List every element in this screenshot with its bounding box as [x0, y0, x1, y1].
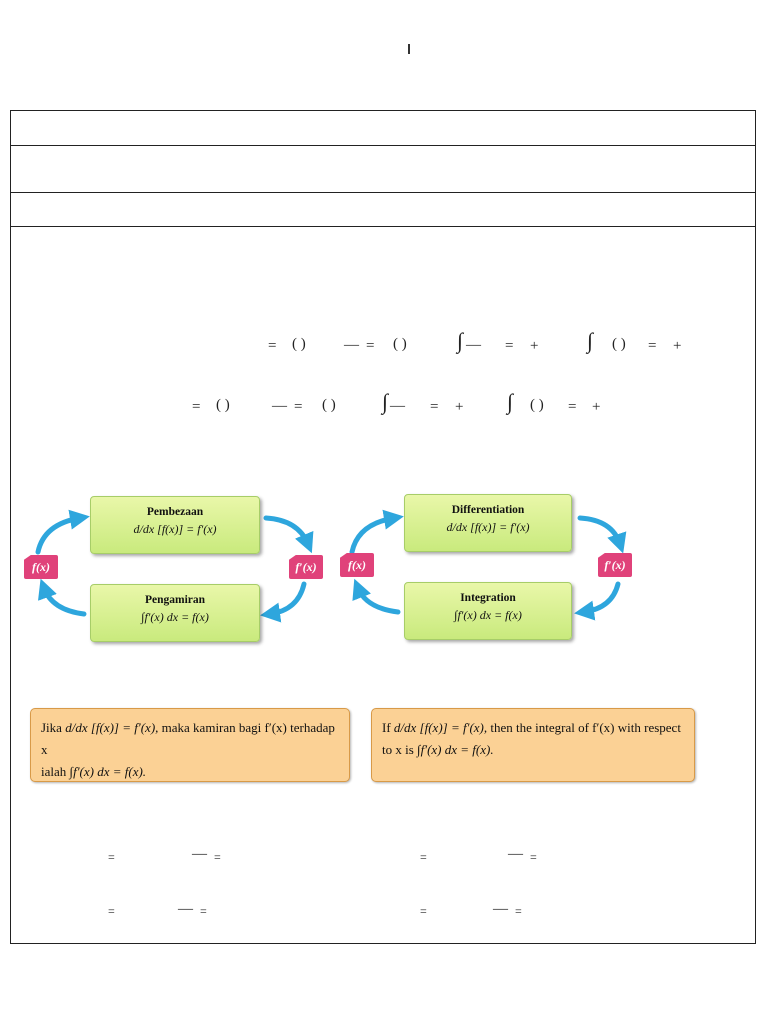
statement-prefix: to x is	[382, 742, 414, 757]
statement-prefix: If	[382, 720, 391, 735]
differentiation-box: Pembezaan d/dx [f(x)] = f′(x)	[90, 496, 260, 554]
equals-sign: =	[420, 850, 427, 864]
equals-sign: =	[530, 850, 537, 864]
function-tag: f(x)	[340, 553, 374, 577]
equals-sign: =	[505, 338, 514, 354]
integral-sign: ∫	[507, 389, 514, 414]
parentheses: ( )	[322, 397, 336, 413]
fraction-bar: —	[272, 398, 287, 414]
arrow-up-left	[35, 509, 90, 555]
fraction-bar: —	[344, 337, 359, 353]
arrow-up-left	[349, 509, 404, 555]
equals-sign: =	[214, 850, 221, 864]
integral-sign: ∫	[382, 389, 389, 414]
table-frame	[10, 110, 756, 944]
box-title: Integration	[460, 592, 516, 604]
integration-box: Integration ∫f′(x) dx = f(x)	[404, 582, 572, 640]
statement-box-malay: Jika d/dx [f(x)] = f′(x), maka kamiran b…	[30, 708, 350, 782]
statement-formula: d/dx [f(x)] = f′(x),	[65, 720, 159, 735]
statement-line: Jika d/dx [f(x)] = f′(x), maka kamiran b…	[41, 717, 339, 761]
parentheses: ( )	[530, 397, 544, 413]
equals-sign: =	[108, 850, 115, 864]
statement-formula: d/dx [f(x)] = f′(x),	[393, 720, 488, 735]
equals-sign: =	[200, 904, 207, 918]
box-title: Pembezaan	[146, 506, 204, 518]
statement-prefix: Jika	[41, 720, 62, 735]
integral-sign: ∫	[587, 328, 594, 353]
arrow-down-right	[263, 515, 314, 554]
statement-prefix: ialah	[41, 764, 67, 779]
statement-line: ialah ∫f′(x) dx = f(x).	[41, 761, 339, 783]
arrow-left-lower	[352, 578, 401, 615]
equals-sign: =	[515, 904, 522, 918]
plus-sign: +	[592, 399, 601, 415]
equals-sign: =	[108, 904, 115, 918]
page-mark	[408, 44, 410, 54]
equals-sign: =	[648, 338, 657, 354]
statement-formula: ∫f′(x) dx = f(x).	[69, 764, 147, 779]
arrow-down-right-lower	[574, 581, 621, 621]
fraction-bar: —	[493, 901, 508, 917]
table-divider	[11, 145, 755, 146]
statement-line: to x is ∫f′(x) dx = f(x).	[382, 739, 684, 761]
equals-sign: =	[420, 904, 427, 918]
equals-sign: =	[366, 338, 375, 354]
fraction-bar: —	[178, 901, 193, 917]
statement-text: maka kamiran bagi f′(x) terhadap x	[41, 720, 335, 757]
parentheses: ( )	[612, 336, 626, 352]
box-formula: ∫f′(x) dx = f(x)	[454, 608, 522, 622]
statement-line: If d/dx [f(x)] = f′(x), then the integra…	[382, 717, 684, 739]
table-divider	[11, 192, 755, 193]
statement-box-english: If d/dx [f(x)] = f′(x), then the integra…	[371, 708, 695, 782]
arrow-down-right	[577, 515, 627, 554]
arrow-left-lower	[38, 578, 87, 617]
box-formula: ∫f′(x) dx = f(x)	[141, 610, 209, 624]
function-tag: f(x)	[24, 555, 58, 579]
integral-sign: ∫	[457, 328, 464, 353]
table-divider	[11, 226, 755, 227]
statement-formula: ∫f′(x) dx = f(x).	[417, 742, 494, 757]
plus-sign: +	[455, 399, 464, 415]
fraction-bar: —	[466, 337, 481, 353]
box-title: Pengamiran	[144, 594, 206, 606]
equals-sign: =	[430, 399, 439, 415]
equals-sign: =	[294, 399, 303, 415]
box-formula: d/dx [f(x)] = f′(x)	[446, 520, 530, 534]
fraction-bar: —	[390, 398, 405, 414]
box-formula: d/dx [f(x)] = f′(x)	[133, 522, 217, 536]
box-title: Differentiation	[451, 504, 525, 516]
equals-sign: =	[568, 399, 577, 415]
parentheses: ( )	[292, 336, 306, 352]
derivative-tag: f′(x)	[289, 555, 323, 579]
differentiation-box: Differentiation d/dx [f(x)] = f′(x)	[404, 494, 572, 552]
parentheses: ( )	[216, 397, 230, 413]
plus-sign: +	[673, 338, 682, 354]
parentheses: ( )	[393, 336, 407, 352]
derivative-tag: f′(x)	[598, 553, 632, 577]
integration-box: Pengamiran ∫f′(x) dx = f(x)	[90, 584, 260, 642]
fraction-bar: —	[508, 846, 523, 862]
plus-sign: +	[530, 338, 539, 354]
statement-text: then the integral of f′(x) with respect	[490, 720, 681, 735]
fraction-bar: —	[192, 846, 207, 862]
equals-sign: =	[192, 399, 201, 415]
arrow-down-right-lower	[260, 581, 307, 623]
equals-sign: =	[268, 338, 277, 354]
